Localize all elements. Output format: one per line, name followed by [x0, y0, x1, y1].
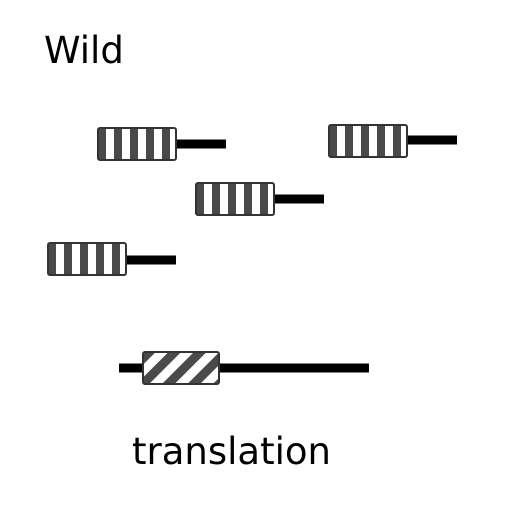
wild-glyph-1: [97, 127, 226, 161]
wild-glyph-2: [328, 124, 457, 158]
wild-glyph-4: [47, 242, 176, 276]
diagonal-stripe-box: [142, 351, 220, 385]
translation-glyph: [119, 351, 369, 385]
translation-label: translation: [132, 430, 331, 473]
wild-glyph-3: [195, 182, 324, 216]
vertical-stripe-box: [47, 242, 127, 276]
vertical-stripe-box: [195, 182, 275, 216]
vertical-stripe-box: [97, 127, 177, 161]
wild-label: Wild: [44, 29, 124, 72]
vertical-stripe-box: [328, 124, 408, 158]
